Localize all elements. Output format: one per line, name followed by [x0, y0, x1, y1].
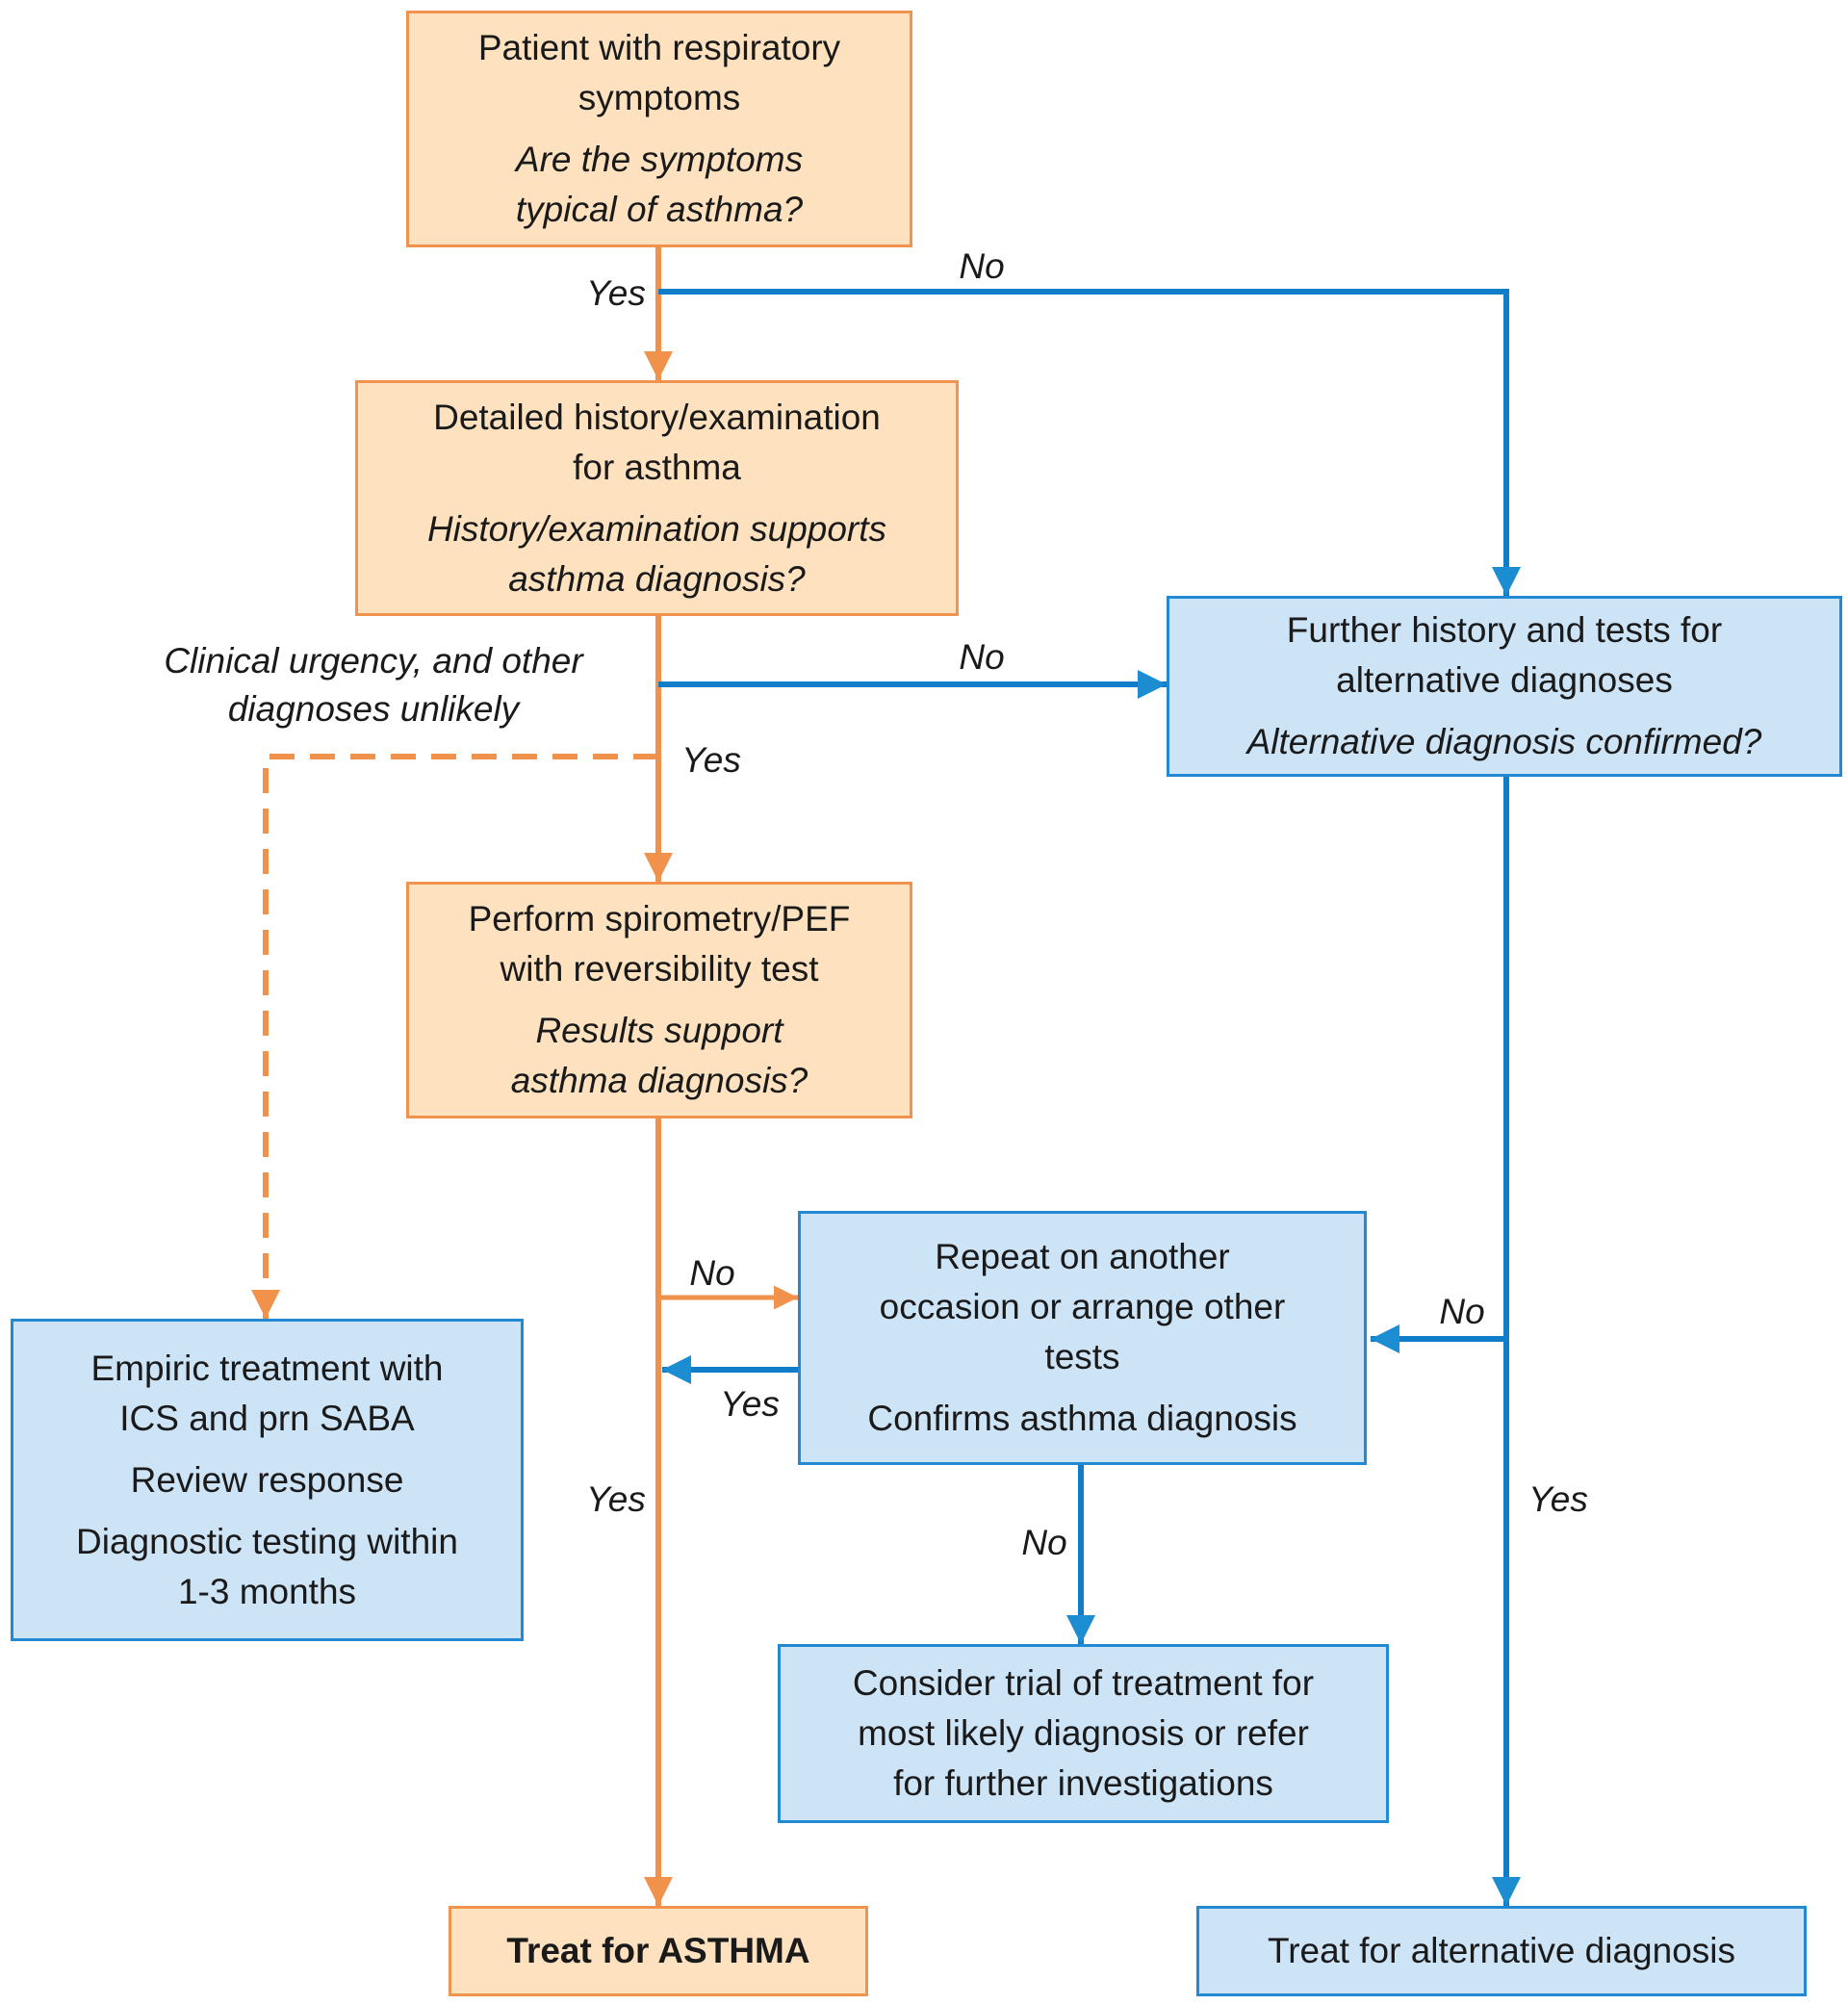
edge-label-repeat-yes: Yes: [720, 1384, 780, 1424]
edge-label-history-no: No: [959, 637, 1005, 677]
node-detailed-history: Detailed history/examination for asthma …: [355, 380, 959, 616]
node-text: Treat for alternative diagnosis: [1267, 1931, 1736, 1970]
node-text: Consider trial of treatment for most lik…: [852, 1663, 1315, 1803]
node-text: Further history and tests for alternativ…: [1286, 610, 1723, 700]
node-treat-alternative: Treat for alternative diagnosis: [1196, 1906, 1807, 1996]
node-further-history-tests: Further history and tests for alternativ…: [1167, 596, 1842, 777]
node-question: Results support asthma diagnosis?: [510, 1011, 808, 1100]
node-testing: Diagnostic testing within 1-3 months: [76, 1521, 458, 1611]
node-consider-trial: Consider trial of treatment for most lik…: [778, 1644, 1389, 1823]
node-treat-asthma: Treat for ASTHMA: [449, 1906, 868, 1996]
node-text: Perform spirometry/PEF with reversibilit…: [468, 899, 851, 989]
node-text: Treat for ASTHMA: [506, 1931, 810, 1970]
node-text: Patient with respiratory symptoms: [477, 28, 841, 117]
node-question: Confirms asthma diagnosis: [867, 1399, 1297, 1438]
node-respiratory-symptoms: Patient with respiratory symptoms Are th…: [406, 11, 912, 247]
edge-label-spiro-no: No: [689, 1253, 735, 1293]
node-review: Review response: [130, 1459, 404, 1500]
edge-label-clinical-urgency: Clinical urgency, and other diagnoses un…: [164, 641, 583, 729]
node-empiric-treatment: Empiric treatment with ICS and prn SABA …: [11, 1319, 524, 1641]
node-text: Detailed history/examination for asthma: [433, 397, 881, 487]
node-spirometry: Perform spirometry/PEF with reversibilit…: [406, 882, 912, 1118]
edge-clinical-urgency-dashed: [251, 754, 658, 1319]
node-question: Alternative diagnosis confirmed?: [1246, 722, 1762, 761]
node-repeat-tests: Repeat on another occasion or arrange ot…: [798, 1211, 1367, 1465]
node-text: Empiric treatment with ICS and prn SABA: [90, 1348, 444, 1438]
edge-label-history-yes: Yes: [681, 740, 741, 780]
edge-label-start-no: No: [959, 246, 1005, 286]
edge-label-further-no: No: [1439, 1292, 1485, 1331]
edge-label-start-yes: Yes: [586, 273, 646, 313]
edge-label-further-yes: Yes: [1528, 1479, 1588, 1519]
node-text: Repeat on another occasion or arrange ot…: [879, 1237, 1286, 1376]
edge-label-spiro-yes: Yes: [586, 1479, 646, 1519]
edge-start-no-to-further: [658, 289, 1521, 596]
edge-label-repeat-no: No: [1021, 1523, 1067, 1562]
node-question: History/examination supports asthma diag…: [426, 508, 887, 599]
node-question: Are the symptoms typical of asthma?: [515, 140, 804, 229]
